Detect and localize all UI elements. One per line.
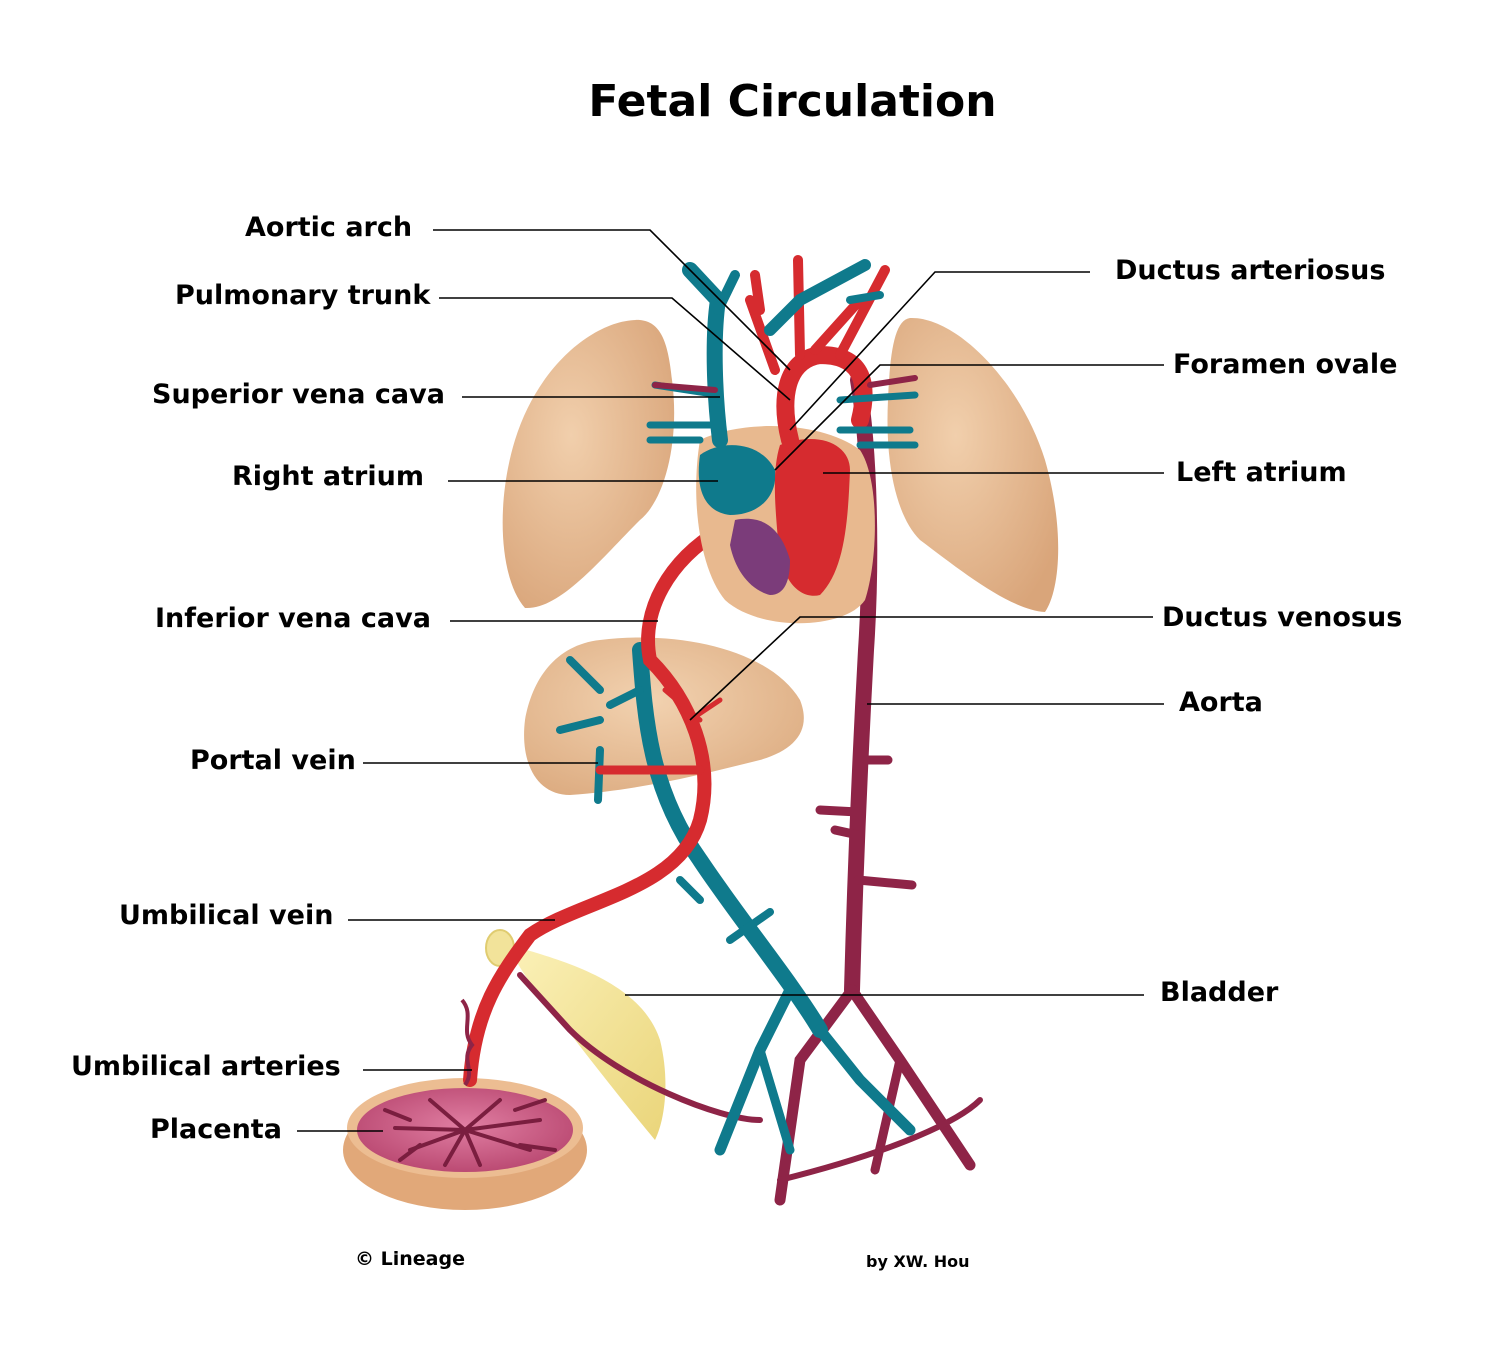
label-left-atrium: Left atrium: [1176, 457, 1347, 488]
left-lung: [887, 317, 1059, 612]
left-atrium-shape: [774, 439, 850, 596]
right-atrium-shape: [698, 445, 776, 515]
liver: [524, 637, 804, 795]
label-aortic-arch: Aortic arch: [245, 212, 413, 243]
label-inferior-vena-cava: Inferior vena cava: [155, 603, 431, 634]
leader-lines: [297, 229, 1164, 1132]
umbilical-arteries-vessel: [460, 998, 475, 1087]
great-vessels: [646, 255, 919, 449]
label-umbilical-vein: Umbilical vein: [119, 900, 334, 931]
author-credit: by XW. Hou: [866, 1252, 970, 1271]
label-superior-vena-cava: Superior vena cava: [152, 379, 445, 410]
copyright-text: © Lineage: [355, 1248, 465, 1270]
diagram-title: Fetal Circulation: [588, 76, 997, 127]
ivc-vessel: [556, 642, 916, 1156]
aorta-vessel: [517, 372, 983, 1206]
placenta-disc: [343, 1078, 587, 1210]
label-pulmonary-trunk: Pulmonary trunk: [175, 280, 431, 311]
right-ventricle-shape: [730, 518, 790, 595]
label-right-atrium: Right atrium: [232, 461, 424, 492]
label-foramen-ovale: Foramen ovale: [1173, 349, 1398, 380]
label-portal-vein: Portal vein: [190, 745, 356, 776]
label-aorta: Aorta: [1179, 687, 1263, 718]
label-bladder: Bladder: [1160, 977, 1279, 1008]
label-umbilical-arteries: Umbilical arteries: [71, 1051, 341, 1082]
label-ductus-venosus: Ductus venosus: [1162, 602, 1403, 633]
right-lung: [502, 319, 675, 609]
heart: [696, 426, 875, 624]
label-ductus-arteriosus: Ductus arteriosus: [1115, 255, 1386, 286]
umbilical-vein-vessel: [463, 523, 727, 1087]
label-placenta: Placenta: [150, 1114, 282, 1145]
